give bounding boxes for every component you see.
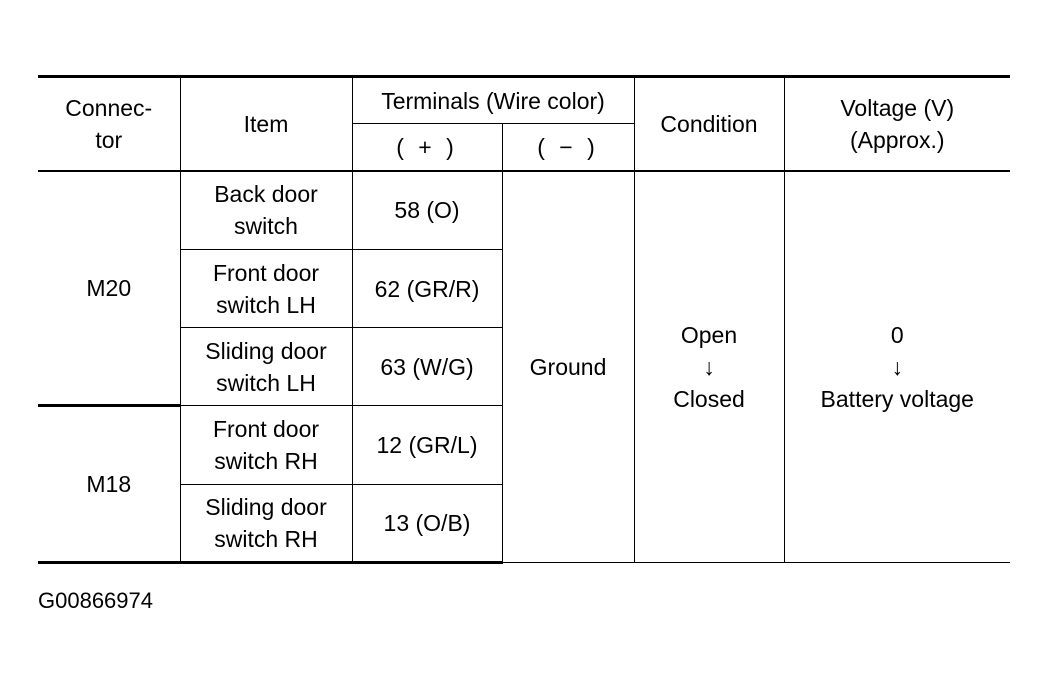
figure-code: G00866974 (38, 588, 153, 613)
header-terminal-positive: ( + ) (351, 123, 503, 172)
item-front-door-switch-rh: Front door switch RH (179, 405, 353, 485)
item-front-door-switch-lh: Front door switch LH (180, 249, 353, 328)
condition-open-closed: Open ↓ Closed (633, 170, 785, 563)
connector-voltage-table: Connec- tor Item Terminals (Wire color) … (38, 75, 1011, 564)
item-back-door-switch: Back door switch (179, 170, 353, 250)
terminal-12: 12 (GR/L) (351, 405, 502, 485)
connector-m18: M18 (38, 405, 181, 564)
header-terminal-negative: ( − ) (501, 123, 635, 172)
terminal-negative-ground: Ground (501, 170, 635, 563)
terminal-62: 62 (GR/R) (351, 249, 502, 328)
header-connector: Connec- tor (38, 75, 181, 172)
terminal-13: 13 (O/B) (351, 484, 502, 564)
terminal-63: 63 (W/G) (351, 327, 502, 406)
header-condition: Condition (633, 75, 785, 172)
item-sliding-door-switch-lh: Sliding door switch LH (180, 327, 353, 406)
voltage-value: 0 ↓ Battery voltage (783, 170, 1011, 563)
header-item: Item (179, 75, 353, 172)
connector-m20: M20 (38, 170, 181, 407)
terminal-58: 58 (O) (351, 170, 503, 250)
header-voltage: Voltage (V) (Approx.) (783, 75, 1011, 172)
item-sliding-door-switch-rh: Sliding door switch RH (180, 484, 353, 564)
header-terminals: Terminals (Wire color) (351, 75, 635, 124)
